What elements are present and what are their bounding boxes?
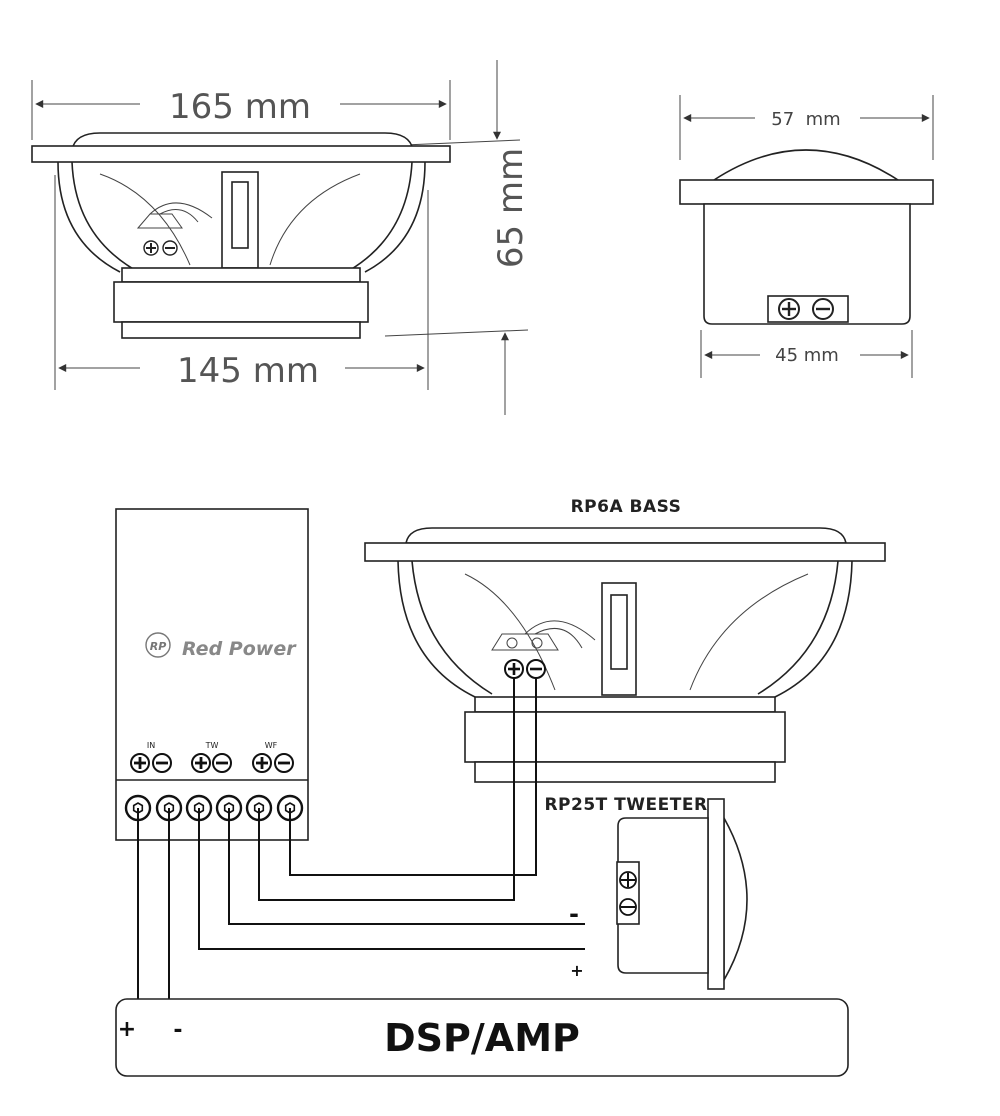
brand-logo: RP <box>145 632 171 658</box>
crossover-wf-minus-icon <box>274 753 294 773</box>
crossover-in-minus-icon <box>152 753 172 773</box>
brand-logo-mark: RP <box>150 640 167 653</box>
tweeter-wire-minus-sign: - <box>569 900 579 928</box>
brand-name: Red Power <box>182 638 297 660</box>
wire-wf-plus <box>258 678 515 901</box>
woofer-side-view: 165 mm 145 mm 65 mm <box>31 60 531 415</box>
tweeter-driver: RP25T TWEETER <box>544 795 748 990</box>
woofer-terminal-plus-icon <box>143 240 159 256</box>
wires: - + <box>137 678 585 1033</box>
crossover-tw-plus-icon <box>191 753 211 773</box>
wire-wf-minus <box>289 678 537 876</box>
bass-terminal-minus-icon <box>526 659 546 679</box>
tweeter-side-view: 57 mm 45 mm <box>679 95 934 378</box>
tweeter-terminal-plus-icon <box>778 298 800 320</box>
tweeter-label: RP25T TWEETER <box>544 795 707 815</box>
tweeter-wire-plus-sign: + <box>570 961 583 980</box>
crossover-wf-plus-icon <box>252 753 272 773</box>
terminal-label-in: IN <box>147 741 155 750</box>
dsp-amp-label: DSP/AMP <box>384 1016 580 1060</box>
wire-tw-minus <box>228 808 585 925</box>
amp-minus-sign: - <box>173 1018 182 1043</box>
terminal-label-tw: TW <box>205 741 219 750</box>
terminal-label-wf: WF <box>265 741 278 750</box>
woofer-depth-label: 65 mm <box>491 148 531 268</box>
amp-plus-sign: + <box>118 1017 136 1042</box>
woofer-outer-diameter-label: 165 mm <box>169 87 311 127</box>
dsp-amp-box: DSP/AMP + - <box>115 998 849 1077</box>
bass-driver: RP6A BASS <box>364 497 886 783</box>
crossover-in-plus-icon <box>130 753 150 773</box>
tweeter-wire-plus-icon <box>619 871 637 889</box>
tweeter-wire-minus-icon <box>619 898 637 916</box>
tweeter-inner-diameter-label: 45 mm <box>775 345 839 366</box>
wire-tw-plus <box>198 808 585 950</box>
tweeter-outer-diameter-label: 57 mm <box>771 109 840 130</box>
tweeter-terminal-minus-icon <box>812 298 834 320</box>
woofer-terminal-minus-icon <box>162 240 178 256</box>
bass-label: RP6A BASS <box>571 497 682 517</box>
crossover-box: RP Red Power IN TW WF <box>115 508 309 841</box>
bass-terminal-plus-icon <box>504 659 524 679</box>
crossover-tw-minus-icon <box>212 753 232 773</box>
woofer-inner-diameter-label: 145 mm <box>177 351 319 391</box>
